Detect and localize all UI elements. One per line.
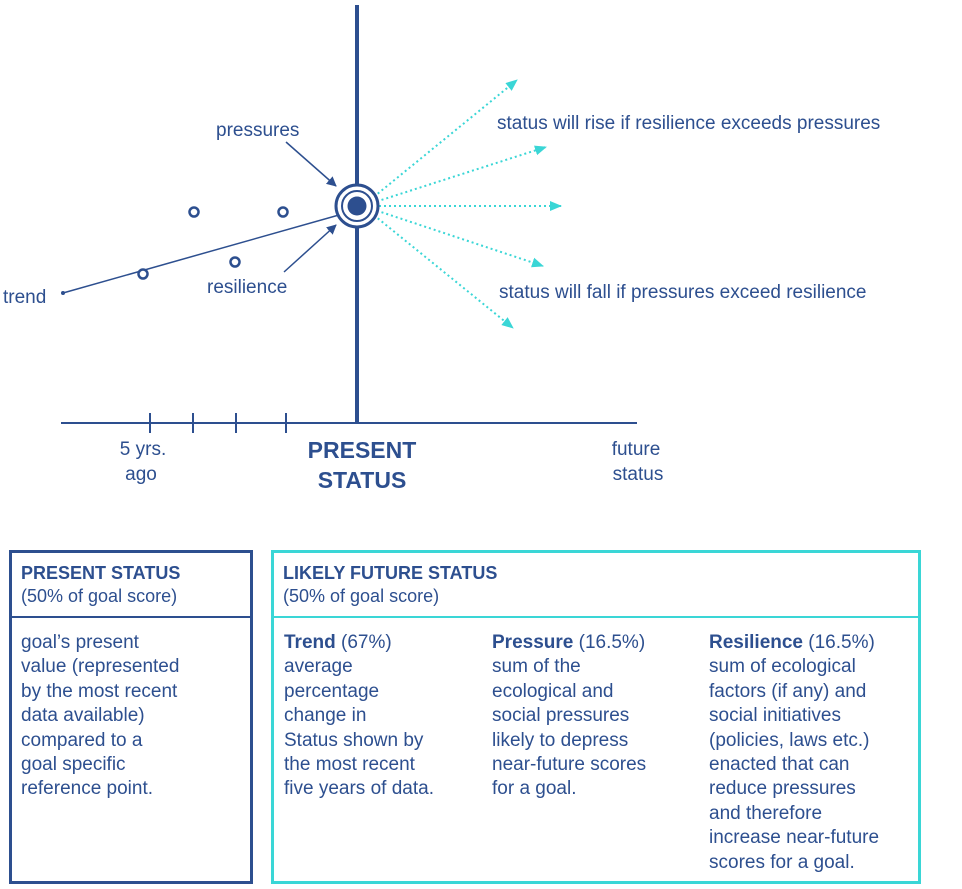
pressure-heading: Pressure (16.5%) (492, 631, 692, 655)
future-arrow (371, 145, 547, 204)
resilience-line-text: enacted that can (709, 754, 850, 776)
present-status-marker (334, 183, 380, 229)
resilience-line-text: (policies, laws etc.) (709, 729, 870, 751)
past-axis-label: ago (125, 464, 157, 485)
description-line: compared to a (21, 729, 143, 751)
future-status-box: LIKELY FUTURE STATUS (50% of goal score)… (271, 550, 921, 884)
pressure-line-text: social pressures (492, 705, 630, 727)
future-arrow (369, 79, 518, 201)
resilience-column: Resilience (16.5%) sum of ecological fac… (709, 631, 919, 875)
pressure-title: Pressure (492, 632, 574, 653)
pressure-line-text: sum of the (492, 656, 581, 678)
trend-start-dot (61, 291, 65, 295)
resilience-line-text: factors (if any) and (709, 680, 867, 702)
trend-title: Trend (284, 632, 336, 653)
status-diagram: trend pressures resilience status will r… (3, 5, 880, 493)
data-point (188, 206, 200, 218)
resilience-line-text: sum of ecological (709, 656, 856, 678)
trend-line-text: Status shown by (284, 729, 424, 751)
description-line: value (represented (21, 656, 180, 678)
present-status-box: PRESENT STATUS (50% of goal score) goal’… (9, 550, 253, 884)
resilience-line-text: increase near-future (709, 827, 880, 849)
pressure-weight: (16.5%) (573, 632, 646, 653)
description-line: reference point. (21, 778, 154, 800)
trend-heading: Trend (67%) (284, 631, 474, 655)
future-status-weight: (50% of goal score) (283, 586, 440, 606)
pressure-line-text: near-future scores (492, 754, 647, 776)
resilience-label: resilience (207, 277, 287, 298)
past-axis-label: 5 yrs. (120, 439, 166, 460)
resilience-heading: Resilience (16.5%) (709, 631, 919, 655)
fall-label: status will fall if pressures exceed res… (499, 282, 867, 303)
present-axis-label: STATUS (318, 467, 407, 493)
pressure-line-text: likely to depress (492, 729, 629, 751)
trend-line-text: percentage (284, 680, 380, 702)
trend-weight: (67%) (335, 632, 392, 653)
trend-line-text: change in (284, 705, 367, 727)
future-axis-label: future (612, 439, 661, 460)
present-status-title: PRESENT STATUS (21, 563, 181, 583)
description-line: data available) (21, 705, 145, 727)
resilience-line-text: scores for a goal. (709, 851, 855, 873)
present-axis-label: PRESENT (308, 437, 417, 463)
data-point (229, 256, 241, 268)
trend-line-text: the most recent (284, 754, 415, 776)
resilience-line-text: and therefore (709, 802, 823, 824)
future-axis-label: status (613, 464, 664, 485)
pressure-column: Pressure (16.5%) sum of the ecological a… (492, 631, 692, 802)
pressure-line-text: ecological and (492, 680, 614, 702)
data-point (277, 206, 289, 218)
resilience-weight: (16.5%) (803, 632, 875, 653)
description-line: by the most recent (21, 680, 178, 702)
resilience-line-text: social initiatives (709, 705, 841, 727)
pressures-label: pressures (216, 120, 299, 141)
resilience-line-text: reduce pressures (709, 778, 856, 800)
trend-label: trend (3, 287, 46, 308)
data-point (137, 268, 149, 280)
rise-label: status will rise if resilience exceeds p… (497, 113, 880, 134)
future-arrows (369, 79, 562, 329)
description-line: goal specific (21, 754, 126, 776)
resilience-title: Resilience (709, 632, 803, 653)
present-status-header: PRESENT STATUS (50% of goal score) (12, 553, 250, 618)
trend-line-text: five years of data. (284, 778, 434, 800)
present-status-weight: (50% of goal score) (21, 586, 178, 606)
pressures-pointer (285, 141, 337, 187)
future-arrow (371, 208, 544, 268)
resilience-pointer (283, 224, 337, 273)
future-status-header: LIKELY FUTURE STATUS (50% of goal score) (274, 553, 918, 618)
trend-line (62, 212, 347, 294)
description-line: goal’s present (21, 632, 139, 653)
trend-column: Trend (67%) average percentage change in… (284, 631, 474, 802)
pressure-line-text: for a goal. (492, 778, 577, 800)
trend-line-text: average (284, 656, 353, 678)
present-status-description: goal’s present value (represented by the… (12, 618, 250, 802)
future-status-title: LIKELY FUTURE STATUS (283, 563, 498, 583)
future-arrow (369, 211, 514, 329)
